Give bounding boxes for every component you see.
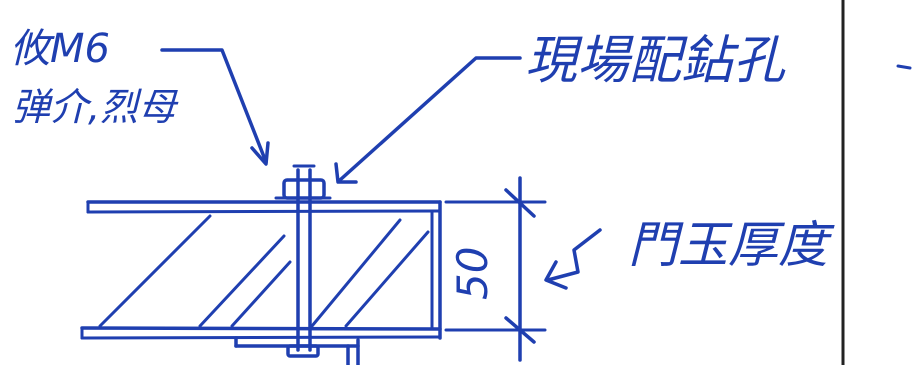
bolt-label-line2: 弹介,烈母 — [12, 85, 179, 129]
thickness-pointer-arrow — [546, 228, 602, 282]
thickness-label: 門玉厚度 — [628, 216, 835, 274]
bolt-leader-arrowhead — [250, 141, 270, 166]
core-hatch-line — [230, 260, 292, 328]
thickness-pointer-arrowhead — [544, 260, 568, 290]
dimension-value: 50 — [448, 247, 497, 300]
door-panel-section — [80, 200, 442, 340]
drill-label-tail-mark — [896, 64, 912, 70]
core-hatch-line — [344, 230, 430, 328]
mounting-bracket — [234, 336, 360, 365]
drill-leader-line — [338, 56, 522, 182]
drill-label: 現場配鉆孔 — [525, 31, 786, 91]
m6-bolt-assembly — [274, 164, 332, 358]
dimension-line — [444, 176, 547, 362]
drill-leader-arrowhead — [334, 162, 358, 184]
core-hatch-line — [98, 214, 212, 328]
core-hatch-line — [310, 218, 402, 328]
bolt-label-line1: 攸M6 — [10, 26, 110, 72]
bolt-leader-line — [160, 48, 268, 164]
core-hatch-line — [198, 234, 286, 328]
